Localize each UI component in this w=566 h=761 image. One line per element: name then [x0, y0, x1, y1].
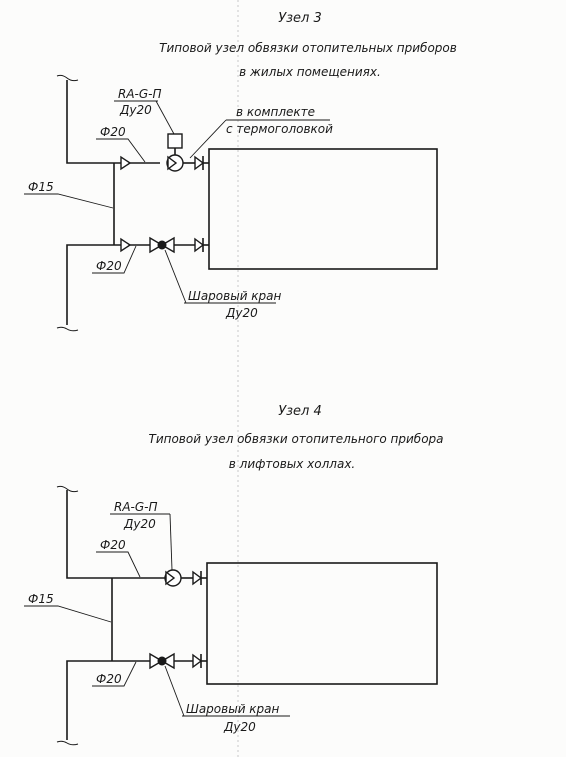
- node-3-pipe-top-leader: [96, 138, 146, 163]
- node-4-riser-label: Ф15: [28, 592, 54, 606]
- node-4-number: Узел 4: [278, 404, 322, 419]
- ball-valve-icon: [149, 652, 164, 670]
- union-connector-icon: [194, 237, 205, 253]
- node-3: Узел 3 Типовой узел обвязки отопительных…: [24, 11, 457, 332]
- reducer-icon: [120, 155, 132, 171]
- node-3-return-riser: [66, 244, 118, 325]
- union-connector-icon: [194, 155, 205, 171]
- node-3-title-line2: в жилых помещениях.: [239, 65, 381, 79]
- node-3-thermo-line1: в комплекте: [236, 105, 315, 119]
- node-3-thermo-leader: [189, 119, 227, 159]
- node-3-riser-leader: [24, 193, 114, 209]
- ball-valve-ball: [157, 656, 167, 666]
- node-3-pipe-bottom-leader: [92, 245, 137, 274]
- node-3-supply-riser: [66, 80, 118, 164]
- node-3-pipe-bottom-label: Ф20: [96, 259, 122, 273]
- node-3-ball-valve-leader: [164, 249, 187, 304]
- node-4-title-line1: Типовой узел обвязки отопительного прибо…: [148, 432, 443, 446]
- node-3-title-line1: Типовой узел обвязки отопительных прибор…: [159, 41, 457, 55]
- node-4-riser-break-bottom: [56, 740, 79, 746]
- node-3-number: Узел 3: [278, 11, 322, 26]
- union-connector-icon: [192, 653, 203, 669]
- node-3-riser-label: Ф15: [28, 180, 54, 194]
- node-3-riser-break-bottom: [56, 326, 79, 332]
- node-3-ball-valve-size: Ду20: [225, 306, 258, 320]
- node-3-thermo-line2: с термоголовкой: [226, 122, 333, 136]
- node-4-title-line2: в лифтовых холлах.: [229, 457, 355, 471]
- node-4-riser-break-top: [56, 485, 79, 493]
- node-4-pipe-bottom-label: Ф20: [96, 672, 122, 686]
- node-4-pipe-top-label: Ф20: [100, 538, 126, 552]
- node-4: Узел 4 Типовой узел обвязки отопительног…: [24, 404, 444, 746]
- node-3-riser-break-top: [56, 74, 79, 82]
- reducer-icon: [120, 237, 132, 253]
- node-3-ball-valve-label: Шаровый кран: [188, 289, 282, 303]
- node-4-valve-leader: [169, 513, 173, 571]
- node-4-riser-leader: [24, 605, 112, 623]
- ball-valve-icon: [149, 236, 164, 254]
- node-4-return-riser: [66, 660, 150, 740]
- radiator-icon: [208, 148, 438, 270]
- node-4-valve-size: Ду20: [123, 517, 156, 531]
- node-3-pipe-top-label: Ф20: [100, 125, 126, 139]
- node-4-ball-valve-leader: [164, 665, 185, 717]
- thermostatic-valve-body: [167, 155, 178, 171]
- node-3-valve-mark: RA-G-П: [118, 87, 162, 101]
- node-3-valve-leader: [155, 100, 175, 135]
- thermostatic-head-icon: [167, 133, 183, 149]
- thermostatic-valve-body: [165, 570, 176, 586]
- node-4-valve-mark: RA-G-П: [114, 500, 158, 514]
- ball-valve-ball: [157, 240, 167, 250]
- radiator-icon: [206, 562, 438, 685]
- node-3-valve-size: Ду20: [119, 103, 152, 117]
- node-4-supply-riser: [66, 490, 165, 579]
- node-4-pipe-bottom-leader: [92, 661, 137, 687]
- union-connector-icon: [192, 570, 203, 586]
- node-4-ball-valve-size: Ду20: [223, 720, 256, 734]
- node-4-pipe-top-leader: [96, 551, 141, 578]
- node-4-ball-valve-label: Шаровый кран: [186, 702, 280, 716]
